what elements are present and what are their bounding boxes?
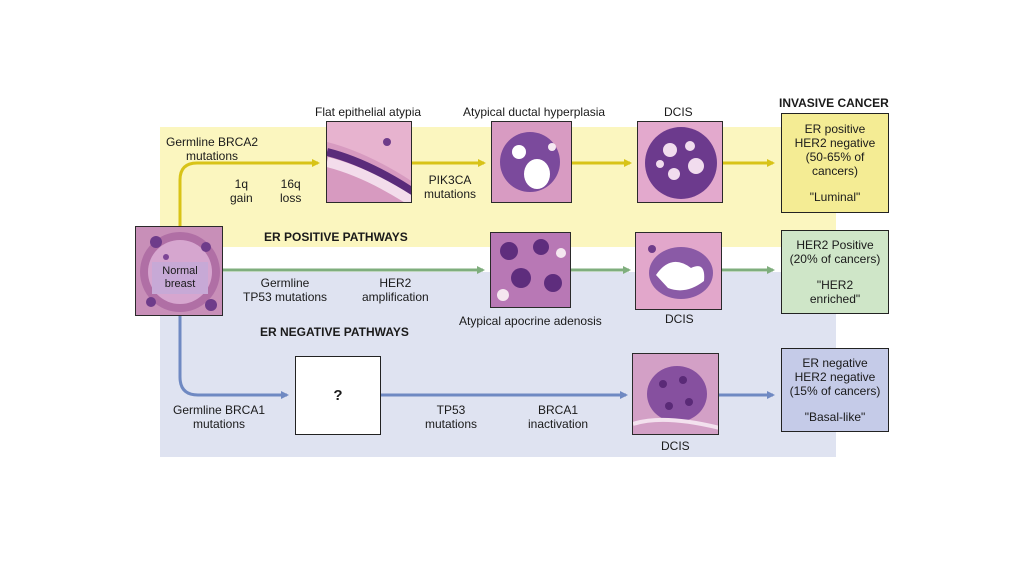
germline-tp53-label: Germline TP53 mutations [243, 276, 327, 304]
germline-brca1-line1: Germline BRCA1 [173, 403, 266, 417]
invasive-cancer-header: INVASIVE CANCER [779, 96, 889, 110]
unknown-precursor-box: ? [295, 356, 381, 435]
gain-1q-line2: gain [230, 191, 253, 205]
germline-brca2-line1: Germline BRCA2 [166, 135, 259, 149]
basal-branch-arrow [178, 316, 289, 399]
brca1-inactivation-line2: inactivation [528, 417, 589, 431]
tp53-mutations-line1: TP53 [436, 403, 466, 417]
luminal-outcome-name: "Luminal" [809, 190, 861, 204]
germline-tp53-line1: Germline [260, 276, 310, 290]
germline-brca1-label: Germline BRCA1 mutations [173, 403, 265, 431]
adh-image [491, 121, 572, 203]
germline-brca2-line2: mutations [186, 149, 239, 163]
luminal-outcome-line4: cancers) [811, 164, 858, 178]
her2-dcis-label: DCIS [665, 312, 694, 326]
basal-outcome-name: "Basal-like" [804, 410, 866, 424]
her2-outcome-line2: (20% of cancers) [789, 252, 881, 266]
basal-outcome-line3: (15% of cancers) [789, 384, 881, 398]
tp53-mutations-line2: mutations [425, 417, 478, 431]
flat-atypia-label: Flat epithelial atypia [315, 105, 422, 119]
luminal-dcis-image [637, 121, 723, 203]
basal-outcome-line1: ER negative [802, 356, 868, 370]
luminal-outcome-line2: HER2 negative [794, 136, 876, 150]
her2-outcome-name-line2: enriched" [809, 292, 861, 306]
pik3ca-label: PIK3CA mutations [424, 173, 476, 201]
normal-breast-line1: Normal [162, 265, 198, 277]
aaa-label: Atypical apocrine adenosis [459, 314, 602, 328]
flat-atypia-image [326, 121, 412, 203]
her2-amplification-line1: HER2 [379, 276, 412, 290]
normal-breast-line2: breast [164, 278, 196, 290]
gain-1q-line1: 1q [234, 177, 249, 191]
loss-16q-label: 16q loss [280, 177, 301, 205]
aaa-image [490, 232, 571, 308]
normal-breast-label: Normal breast [152, 262, 208, 294]
luminal-outcome-line3: (50-65% of [805, 150, 865, 164]
tp53-mutations-label: TP53 mutations [425, 403, 477, 431]
brca1-inactivation-line1: BRCA1 [538, 403, 579, 417]
her2-amplification-line2: amplification [362, 290, 429, 304]
germline-brca2-label: Germline BRCA2 mutations [166, 135, 258, 163]
luminal-dcis-label: DCIS [664, 105, 693, 119]
her2-outcome-line1: HER2 Positive [796, 238, 874, 252]
germline-tp53-line2: TP53 mutations [243, 290, 328, 304]
basal-dcis-image [632, 353, 719, 435]
basal-outcome-box: ER negative HER2 negative (15% of cancer… [781, 348, 889, 432]
pik3ca-line2: mutations [424, 187, 477, 201]
adh-label: Atypical ductal hyperplasia [463, 105, 606, 119]
loss-16q-line2: loss [280, 191, 302, 205]
luminal-outcome-line1: ER positive [804, 122, 866, 136]
germline-brca1-line2: mutations [193, 417, 246, 431]
basal-dcis-label: DCIS [661, 439, 690, 453]
her2-amplification-label: HER2 amplification [362, 276, 429, 304]
gain-1q-label: 1q gain [230, 177, 253, 205]
her2-dcis-image [635, 232, 722, 310]
her2-outcome-name-line1: "HER2 [816, 278, 854, 292]
brca1-inactivation-label: BRCA1 inactivation [528, 403, 588, 431]
loss-16q-line1: 16q [280, 177, 301, 191]
er-positive-header: ER POSITIVE PATHWAYS [264, 230, 408, 244]
luminal-outcome-box: ER positive HER2 negative (50-65% of can… [781, 113, 889, 213]
pik3ca-line1: PIK3CA [428, 173, 472, 187]
luminal-branch-arrow [178, 159, 320, 226]
basal-outcome-line2: HER2 negative [794, 370, 876, 384]
her2-outcome-box: HER2 Positive (20% of cancers) "HER2 enr… [781, 230, 889, 314]
er-negative-header: ER NEGATIVE PATHWAYS [260, 325, 409, 339]
